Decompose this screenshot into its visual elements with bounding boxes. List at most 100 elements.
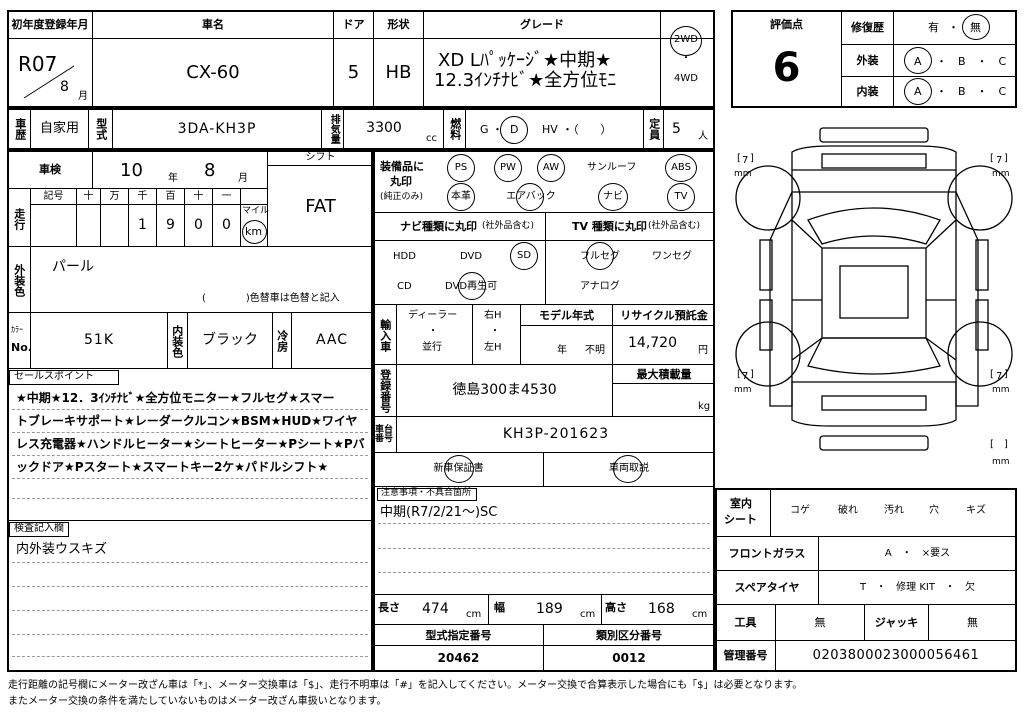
repair-yes: 有	[928, 21, 939, 34]
length-unit: cm	[466, 609, 482, 620]
equip-pw-circle	[494, 154, 522, 182]
footer-line-2: またメーター交換の条件を満たしていないものはメーター改ざん車扱いとなります。	[8, 696, 387, 707]
roof	[821, 247, 927, 339]
left-side	[769, 191, 793, 407]
mileage-symbol-label: 記号	[43, 190, 64, 202]
import-left: 左H	[484, 342, 502, 353]
inspection-year-unit: 年	[168, 173, 178, 184]
tire-rl-mm: mm	[734, 385, 752, 395]
class-code-label: 類別区分番号	[596, 628, 662, 642]
rear-body	[791, 381, 957, 427]
model-year-unknown: 不明	[585, 345, 605, 356]
width-label: 幅	[494, 601, 505, 614]
exterior-a-circle	[904, 47, 932, 74]
front-right-wheel	[947, 165, 1013, 231]
header-box	[7, 10, 715, 108]
left-block	[7, 150, 373, 672]
tire-rr-close: ]	[1004, 369, 1008, 380]
displacement-label: 排気量	[328, 114, 340, 144]
manual: 車両取説	[609, 462, 649, 474]
tire-fr-open: [	[990, 153, 994, 164]
import-label: 輸入車	[378, 318, 392, 352]
sales-label-box	[9, 370, 119, 385]
mileage-col-6: 一	[221, 190, 232, 202]
reg-slash	[23, 65, 75, 99]
model-label: 型式	[94, 118, 108, 140]
notes-label: 注意事項・不具合箇所	[381, 488, 472, 498]
tire-rr-mm: mm	[992, 385, 1010, 395]
navi-sd-circle	[510, 242, 538, 270]
fuel-d: D	[510, 123, 519, 136]
equip-aw-circle	[537, 154, 565, 182]
equip-airbag-circle	[516, 183, 544, 211]
reg-year: R07	[18, 52, 58, 76]
footer-line-1: 走行距離の記号欄にメーター改ざん車は「*」、メーター交換車は「$」、走行不明車は…	[8, 680, 803, 691]
jack-label: ジャッキ	[874, 616, 919, 630]
history-value: 自家用	[39, 121, 79, 137]
row2-box	[7, 108, 715, 150]
type-code: 20462	[437, 651, 480, 666]
jack-value: 無	[967, 616, 978, 630]
interior-a: A	[914, 85, 922, 98]
spare-value: T ・ 修理 KIT ・ 欠	[860, 581, 975, 593]
shift-value: FAT	[305, 195, 336, 217]
color-code-label: No.	[11, 341, 32, 354]
recycle-label: リサイクル預託金	[620, 308, 708, 322]
capacity-label: 定員	[647, 118, 661, 140]
seat-koge: コゲ	[790, 505, 810, 516]
tire-fr-mm: mm	[992, 169, 1010, 179]
model-value: 3DA-KH3P	[177, 120, 257, 137]
tv-analog: アナログ	[580, 281, 620, 292]
drive-4wd: 4WD	[674, 72, 698, 84]
inspector-text: 内外装ウスキズ	[16, 542, 108, 557]
interior-grade-label: 内装	[856, 84, 879, 98]
equip-sunroof: サンルーフ	[587, 162, 637, 173]
displacement-value: 3300	[366, 119, 402, 136]
grade-line-2: 12.3ｲﾝﾁﾅﾋﾞ★全方位ﾓﾆ	[434, 70, 617, 91]
sales-line-4: ックドア★Pスタート★スマートキー2ケ★パドルシフト★	[16, 460, 329, 474]
width-unit: cm	[580, 609, 596, 620]
rear-bumper	[819, 435, 929, 451]
equip-navi: ナビ	[603, 190, 623, 202]
interior-seat-label-1: 室内	[730, 497, 752, 510]
interior-color: ブラック	[202, 331, 258, 348]
drive-2wd: 2WD	[674, 33, 698, 45]
door-count: 5	[347, 61, 360, 83]
navi-title: ナビ種類に丸印	[400, 220, 477, 233]
inspection-month-unit: 月	[238, 173, 248, 184]
interior-a-circle	[904, 78, 932, 105]
glass-value: A ・ ×要ス	[884, 547, 951, 559]
navi-cd: CD	[397, 281, 412, 292]
tv-oneseg: ワンセグ	[652, 251, 692, 262]
mileage-digit-2	[101, 206, 128, 244]
car-diagram	[735, 127, 1013, 451]
grade-line-1: XD Lﾊﾟｯｹｰｼﾞ★中期★	[438, 50, 612, 71]
center-block	[373, 150, 715, 672]
navi-hdd: HDD	[393, 251, 416, 262]
spare-tire-close: ]	[1004, 439, 1008, 450]
tire-fl-open: [	[737, 153, 741, 164]
exterior-rest: ・ B ・ C	[936, 55, 1007, 68]
equip-leather-circle	[447, 183, 475, 211]
seat-yogore: 汚れ	[884, 505, 904, 516]
car-name: CX-60	[186, 61, 240, 83]
color-code-label-top: ｶﾗｰ	[11, 325, 23, 334]
first-reg-label: 初年度登録年月	[11, 17, 89, 31]
reg-month-unit: 月	[78, 91, 88, 102]
mileage-col-4: 百	[165, 190, 176, 202]
chassis-label: 車台番号	[375, 424, 394, 444]
grade-label: グレード	[520, 17, 564, 31]
mileage-col-5: 十	[193, 190, 204, 202]
score-value: 6	[772, 45, 801, 91]
car-name-label: 車名	[202, 17, 224, 31]
navi-dvd-play-circle	[458, 272, 486, 300]
sales-line-3: レス充電器★ハンドルヒーター★シートヒーター★Pシート★Pバ	[16, 437, 365, 451]
warranty: 新車保証書	[433, 462, 484, 474]
inspection-label: 車検	[39, 163, 61, 177]
front-left-wheel	[735, 165, 801, 231]
recycle-yen: 円	[698, 345, 708, 356]
navi-sub: (社外品含む)	[482, 221, 535, 231]
capacity-value: 5	[672, 121, 681, 137]
import-dealer: ディーラー	[408, 310, 458, 321]
spare-tire-mm: mm	[992, 457, 1010, 467]
